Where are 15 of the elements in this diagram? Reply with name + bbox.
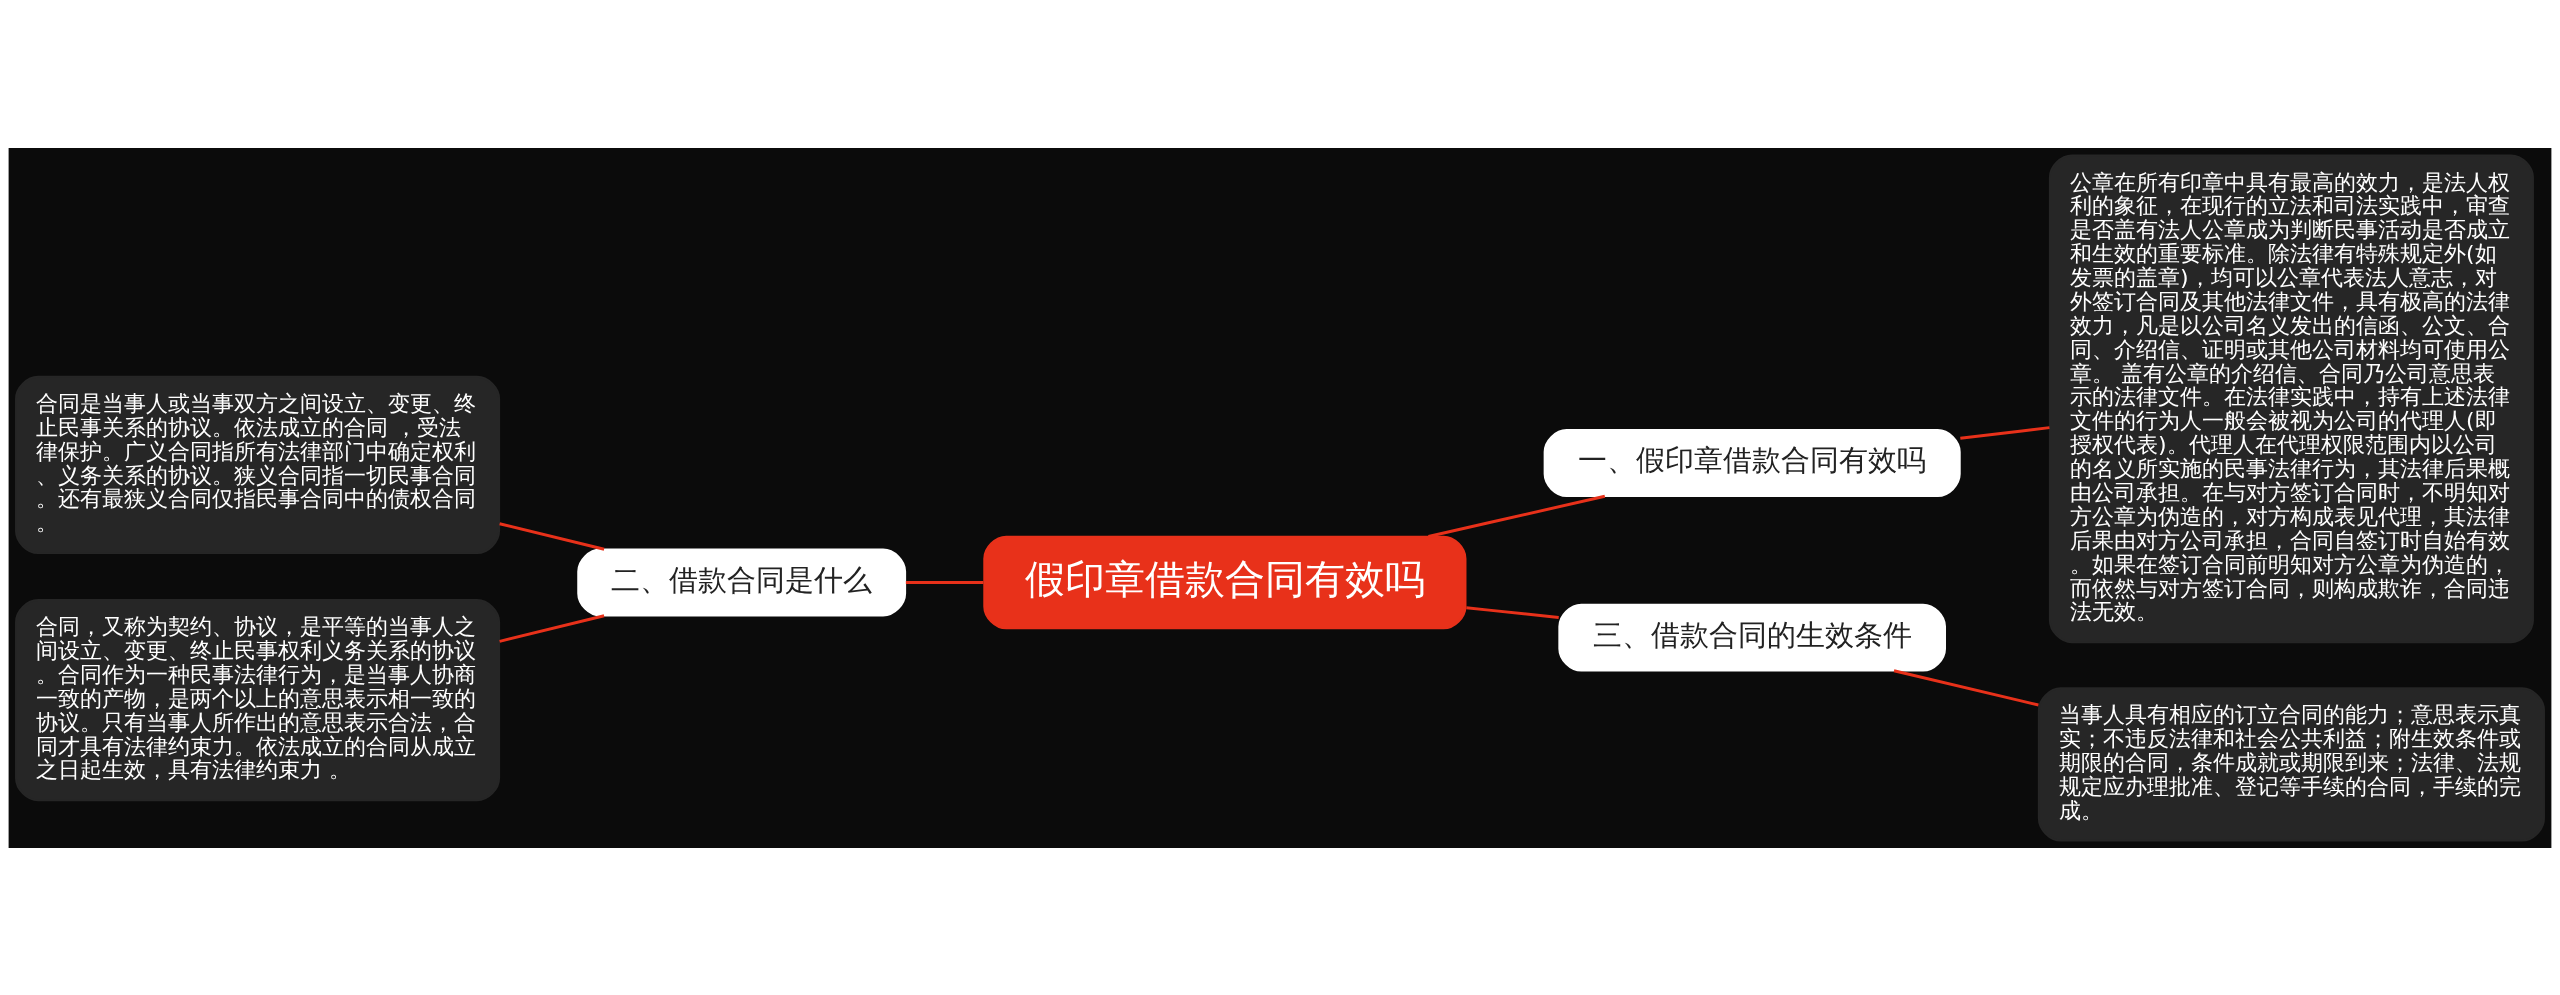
node-box: 二、借款合同是什么 <box>577 548 907 616</box>
node-box: 三、借款合同的生效条件 <box>1558 603 1946 672</box>
connector <box>1960 425 2050 440</box>
node-box: 一、假印章借款合同有效吗 <box>1543 428 1961 497</box>
connector <box>1428 494 1606 538</box>
connector <box>905 580 984 584</box>
connector <box>499 521 605 551</box>
node-box: 合同是当事人或当事双方之间设立、变更、终止民事关系的协议。依法成立的合同 ，受法律保护。广义合同指所有法律部门中确定权利、义务关系的协议。狭义合同指一切民事合同。还有最狭义合同仅指民事合同中的债权合同。 <box>15 375 501 554</box>
connector <box>499 613 605 643</box>
node-box: 合同，又称为契约、协议，是平等的当事人之间设立、变更、终止民事权利义务关系的协议。合同作为一种民事法律行为，是当事人协商一致的产物，是两个以上的意思表示相一致的协议。只有当事人所作出的意思表示合法，合同才具有法律约束力。依法成立的合同从成立之日起生效，具有法律约束力 。 <box>15 598 501 801</box>
connector <box>1466 605 1559 619</box>
node-box: 假印章借款合同有效吗 <box>983 535 1467 629</box>
node-box: 当事人具有相应的订立合同的能力；意思表示真实；不违反法律和社会公共利益；附生效条件或期限的合同，条件成就或期限到来；法律、法规规定应办理批准、登记等手续的合同，手续的完成。 <box>2037 686 2545 842</box>
node-box: 公章在所有印章中具有最高的效力，是法人权利的象征，在现行的立法和司法实践中，审查是否盖有法人公章成为判断民事活动是否成立和生效的重要标准。除法律有特殊规定外(如发票的盖章)，均可以公章代表法人意志，对外签订合同及其他法律文件，具有极高的法律效力，凡是以公司名义发出的信函、公文、合同、介绍信、证明或其他公司材料均可使用公章。 盖有公章的介绍信、合同乃公司意思表示的法律文件。在法律实践中，持有上述法律文件的行为人一般会被视为公司的代理人(即授权代表)。代理人在代理权限范围内以公司的名义所实施的民事法律行为，其法律后果概由公司承担。在与对方签订合同时，不明知对方公章为伪造的，对方构成表见代理，其法律后果由对方公司承担，合同自签订时自始有效。如果在签订合同前明知对方公章为伪造的，而依然与对方签订合同，则构成欺诈，合同违法无效。 <box>2048 153 2534 643</box>
connector <box>1893 668 2039 706</box>
